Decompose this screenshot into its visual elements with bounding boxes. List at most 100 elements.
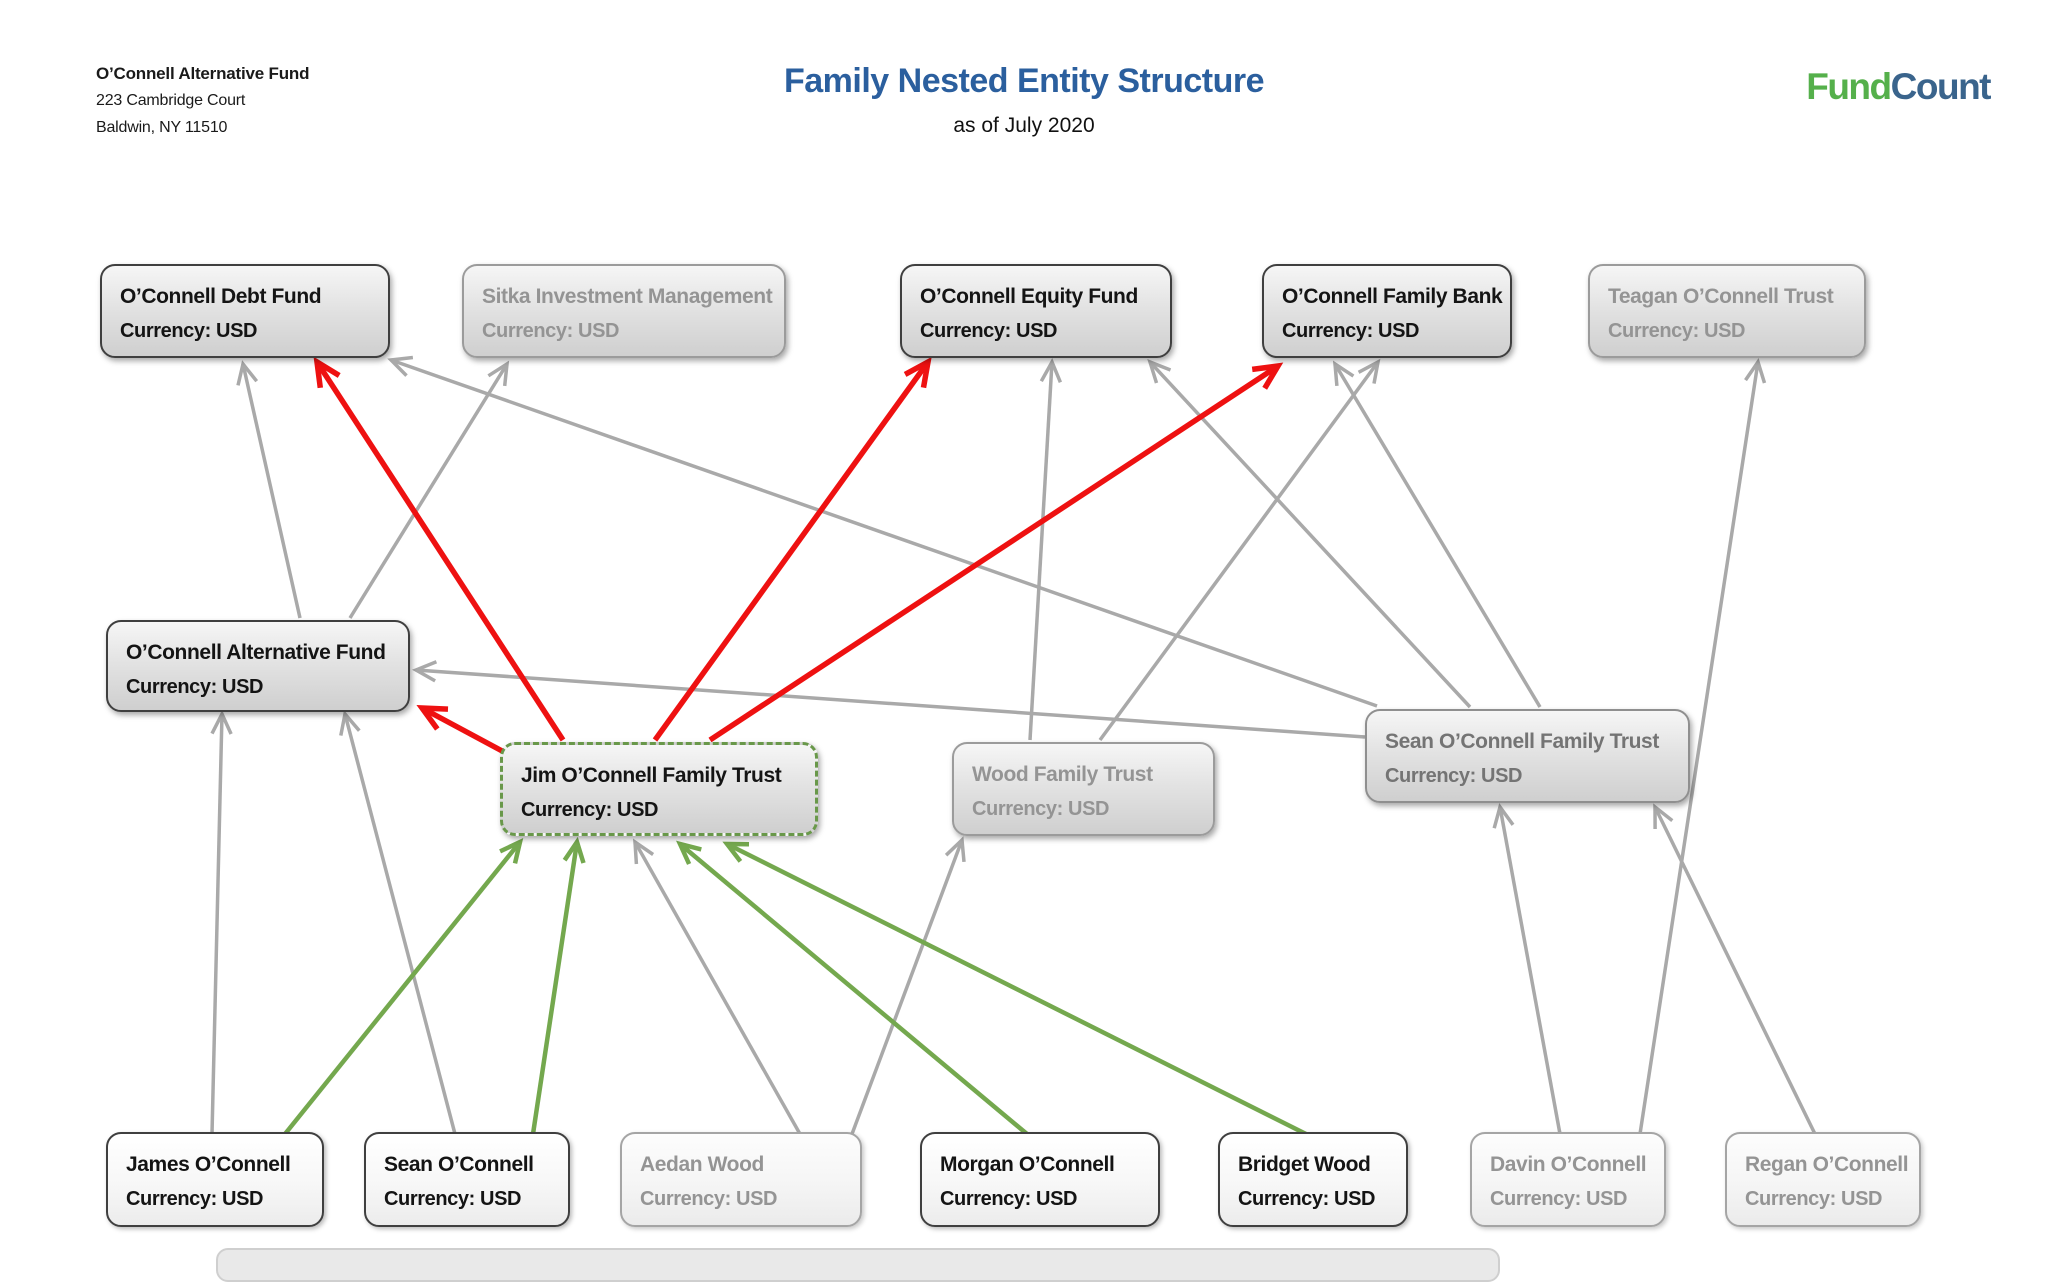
fundcount-logo-count: Count — [1890, 66, 1992, 107]
arrowhead-icon — [499, 837, 524, 864]
company-address-line2: Baldwin, NY 11510 — [96, 119, 228, 136]
entity-currency: Currency: USD — [1282, 320, 1420, 342]
arrowhead-icon — [411, 660, 438, 683]
entity-currency: Currency: USD — [521, 799, 659, 821]
entity-currency: Currency: USD — [120, 320, 258, 342]
entity-name: Morgan O’Connell — [940, 1153, 1115, 1176]
edge-regan-to-sean-trust — [1653, 803, 1817, 1135]
arrowhead-icon — [676, 840, 702, 865]
entity-currency: Currency: USD — [482, 320, 620, 342]
arrowhead-icon — [339, 710, 361, 736]
edge-jim-trust-to-debt-fund — [313, 356, 566, 742]
entity-currency: Currency: USD — [1385, 765, 1523, 787]
arrowhead-icon — [722, 841, 750, 863]
arrowhead-icon — [1653, 803, 1674, 830]
entity-currency: Currency: USD — [920, 320, 1058, 342]
entity-name: Wood Family Trust — [972, 763, 1153, 786]
edge-davin-to-sean-trust — [1492, 803, 1562, 1135]
entity-currency: Currency: USD — [940, 1188, 1078, 1210]
arrowhead-icon — [944, 836, 966, 863]
edge-jim-trust-to-equity-fund — [652, 356, 932, 742]
arrowhead-icon — [236, 360, 259, 386]
edge-sean-trust-to-debt-fund — [387, 355, 1378, 708]
entity-name: Sean O’Connell Family Trust — [1385, 730, 1659, 753]
arrowhead-icon — [1744, 358, 1767, 384]
arrowhead-icon — [1492, 803, 1515, 829]
page-title: Family Nested Entity Structure — [783, 62, 1265, 100]
arrowhead-icon — [387, 355, 414, 377]
arrowhead-icon — [1147, 359, 1172, 384]
edge-jim-trust-to-alt-fund — [416, 705, 506, 755]
arrowhead-icon — [1251, 362, 1284, 390]
edge-sean-to-jim-trust — [530, 836, 586, 1135]
arrowhead-icon — [313, 356, 341, 389]
arrowhead-icon — [210, 709, 233, 735]
arrowhead-icon — [1357, 358, 1381, 384]
edge-alt-fund-to-debt-fund — [236, 360, 302, 619]
edge-aedan-to-jim-trust — [633, 838, 802, 1135]
entity-name: O’Connell Alternative Fund — [126, 641, 386, 664]
entity-name: Sean O’Connell — [384, 1153, 534, 1176]
edge-sean-trust-to-equity-fund — [1147, 359, 1472, 709]
entity-currency: Currency: USD — [1608, 320, 1746, 342]
entity-name: Teagan O’Connell Trust — [1608, 285, 1834, 308]
edge-wood-trust-to-family-bank — [1098, 358, 1381, 742]
entity-name: Sitka Investment Management — [482, 285, 773, 308]
entity-name: Aedan Wood — [640, 1153, 764, 1176]
arrowhead-icon — [1039, 357, 1063, 383]
edge-alt-fund-to-sitka — [348, 360, 510, 619]
arrowhead-icon — [487, 360, 510, 387]
entity-currency: Currency: USD — [1238, 1188, 1376, 1210]
entity-currency: Currency: USD — [384, 1188, 522, 1210]
arrowhead-icon — [633, 838, 655, 865]
entity-name: Bridget Wood — [1238, 1153, 1371, 1176]
edge-aedan-to-wood-trust — [850, 836, 966, 1135]
edge-sean-to-alt-fund — [339, 710, 457, 1135]
entity-name: O’Connell Family Bank — [1282, 285, 1503, 308]
edge-james-to-jim-trust — [283, 837, 524, 1136]
page-subtitle: as of July 2020 — [953, 114, 1095, 137]
arrowhead-icon — [562, 836, 586, 864]
edge-sean-trust-to-alt-fund — [411, 660, 1366, 739]
fundcount-logo-fund: Fund — [1806, 66, 1892, 107]
entity-name: Regan O’Connell — [1745, 1153, 1909, 1176]
entity-name: O’Connell Debt Fund — [120, 285, 322, 308]
entity-name: James O’Connell — [126, 1153, 291, 1176]
entity-currency: Currency: USD — [1490, 1188, 1628, 1210]
company-address-line1: 223 Cambridge Court — [96, 92, 246, 109]
arrowhead-icon — [416, 705, 449, 731]
entity-currency: Currency: USD — [1745, 1188, 1883, 1210]
edge-davin-to-teagan — [1638, 358, 1767, 1135]
arrowhead-icon — [1332, 360, 1355, 387]
entity-currency: Currency: USD — [126, 676, 264, 698]
edge-jim-trust-to-family-bank — [708, 362, 1284, 743]
edge-bridget-to-jim-trust — [722, 841, 1308, 1137]
edge-sean-trust-to-family-bank — [1332, 360, 1542, 708]
entity-currency: Currency: USD — [640, 1188, 778, 1210]
edge-james-to-alt-fund — [210, 709, 233, 1135]
edge-morgan-to-jim-trust — [676, 840, 1029, 1136]
entity-name: Davin O’Connell — [1490, 1153, 1647, 1176]
fundcount-logo: FundCount — [1806, 66, 1992, 108]
arrowhead-icon — [903, 356, 932, 389]
company-address-block: O’Connell Alternative Fund 223 Cambridge… — [96, 60, 309, 141]
entity-name: Jim O’Connell Family Trust — [521, 764, 782, 787]
entity-name: O’Connell Equity Fund — [920, 285, 1138, 308]
